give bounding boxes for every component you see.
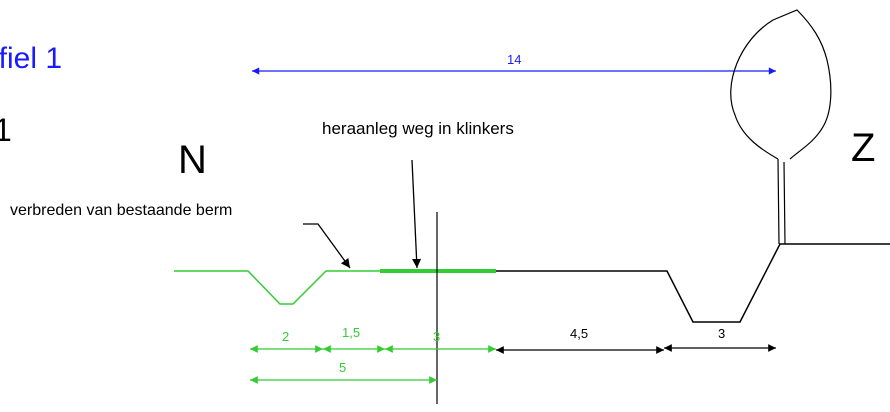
drawing-title: rofiel 1 (0, 42, 63, 75)
drawing-subtitle: 1 (0, 112, 12, 148)
dimension-3-road-label: 3 (433, 329, 441, 344)
north-label: N (178, 138, 207, 182)
dimension-total-label: 14 (507, 52, 522, 67)
tree-trunk-left (777, 158, 780, 245)
road-annotation: heraanleg weg in klinkers (322, 119, 514, 138)
road-annotation-leader (411, 159, 422, 269)
ground-profile-green (174, 270, 496, 305)
dimension-1-5-label: 1,5 (342, 325, 361, 340)
south-label: Z (851, 126, 876, 170)
dimension-4-5-label: 4,5 (570, 326, 589, 341)
berm-annotation-leader (303, 223, 351, 269)
dimension-3-ditch-label: 3 (718, 326, 726, 341)
dimension-2-label: 2 (282, 329, 290, 344)
tree-trunk-right (783, 161, 786, 245)
dimension-5-label: 5 (339, 360, 347, 375)
ground-profile-black (496, 243, 890, 323)
tree-crown (730, 9, 832, 160)
berm-annotation: verbreden van bestaande berm (10, 202, 233, 219)
